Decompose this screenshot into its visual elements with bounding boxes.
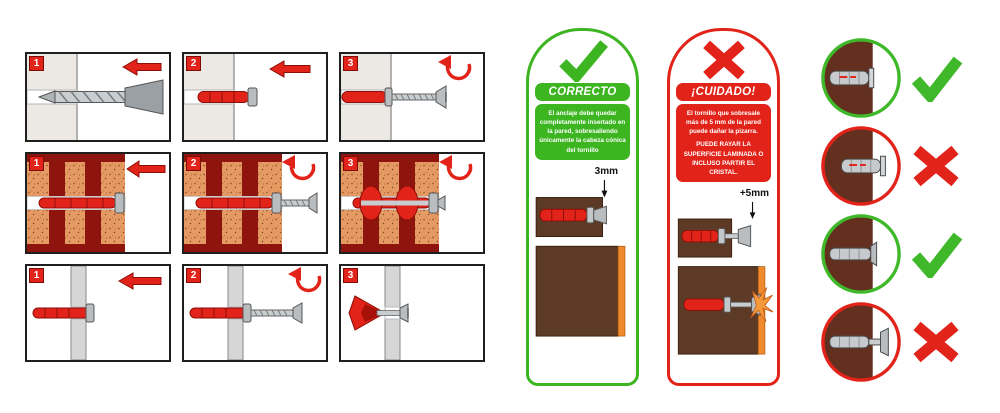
caution-card: ¡CUIDADO! El tornillo que sobresale más … [667,28,780,386]
screw-head-flush-circle-illustration [821,214,901,294]
step-number-badge: 3 [343,56,358,71]
step-number-badge: 1 [29,268,44,283]
step-panel-solid-drill: 1 [25,52,171,142]
correct-measurement-label: 3mm [594,165,618,177]
check-icon [911,56,963,102]
insert-plug-illustration [184,54,311,140]
correct-card-body: El anclaje debe quedar completamente ins… [535,104,630,160]
screw-head-protruding-circle-illustration [821,302,901,382]
plug-knotted-in-brick-illustration [341,154,473,252]
cross-icon [913,145,959,187]
drive-screw-illustration [341,54,472,140]
cross-icon [702,40,745,80]
step-number-badge: 2 [186,56,201,71]
anchor-protruding-circle-illustration [821,126,901,206]
rotate-arrow-icon [295,273,322,293]
check-icon [911,232,963,278]
step-panel-board-folded-anchor: 3 [339,264,485,362]
anchor-folded-behind-board-illustration [348,266,409,360]
verdict-screw-head-flush [820,210,964,298]
step-panel-brick-knotted: 3 [339,152,485,254]
screw-into-board-plug-illustration [189,266,322,360]
drill-into-wall-illustration [27,54,164,140]
verdict-list [820,34,964,386]
step-number-badge: 1 [29,156,44,171]
incorrect-installation-diagram [677,201,773,355]
push-left-arrow-icon [126,160,166,178]
correct-card: CORRECTO El anclaje debe quedar completa… [526,28,639,386]
step-panel-brick-screw-in: 2 [182,152,328,254]
push-left-arrow-icon [117,272,162,290]
check-icon [558,40,608,82]
step-number-badge: 1 [29,56,44,71]
plug-in-brick-illustration [27,154,166,252]
step-number-badge: 3 [343,268,358,283]
correct-installation-diagram [535,179,625,337]
push-left-arrow-icon [121,58,162,76]
cross-icon [913,321,959,363]
step-number-badge: 2 [186,268,201,283]
rotate-arrow-icon [289,161,316,181]
step-panel-solid-drive-screw: 3 [339,52,485,142]
caution-card-title: ¡CUIDADO! [676,83,771,101]
rotate-arrow-icon [446,161,473,181]
installation-steps-grid: 1 2 [25,52,485,362]
step-number-badge: 3 [343,156,358,171]
step-panel-brick-insert-plug: 1 [25,152,171,254]
rotate-arrow-icon [445,61,472,81]
verdict-screw-head-protruding [820,298,964,386]
caution-body-emphasis: PUEDE RAYAR LA SUPERFICIE LAMINADA O INC… [683,141,764,176]
step-number-badge: 2 [186,156,201,171]
verdict-anchor-protruding [820,122,964,210]
screw-into-brick-plug-illustration [184,154,318,252]
correct-card-title: CORRECTO [535,83,630,101]
verdict-anchor-flush [820,34,964,122]
crack-burst-icon [749,287,773,322]
caution-body-text: El tornillo que sobresale más de 5 mm de… [686,110,761,136]
step-panel-solid-insert-plug: 2 [182,52,328,142]
anchor-flush-circle-illustration [821,38,901,118]
push-left-arrow-icon [268,60,311,78]
step-panel-board-insert-plug: 1 [25,264,171,362]
caution-card-body: El tornillo que sobresale más de 5 mm de… [676,104,771,182]
plug-through-board-illustration [32,266,162,360]
caution-measurement-label: +5mm [739,187,769,199]
step-panel-board-screw-in: 2 [182,264,328,362]
